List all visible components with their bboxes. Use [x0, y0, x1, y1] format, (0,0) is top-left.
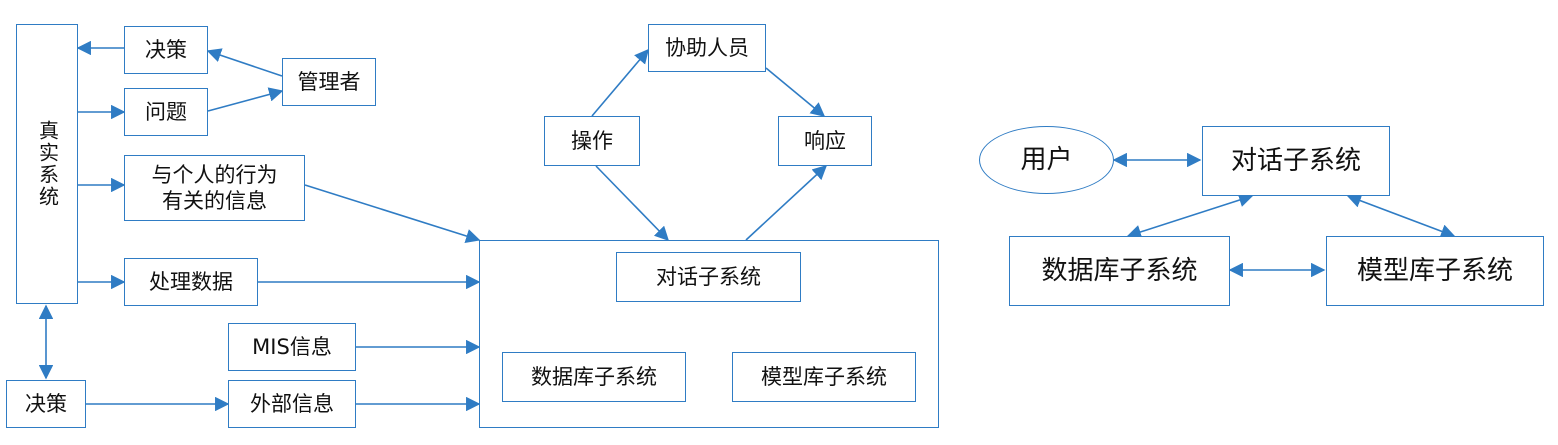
operate-box: 操作 [544, 116, 640, 166]
right-database-subsystem-box: 数据库子系统 [1009, 236, 1230, 306]
arrow-manager-to-decision [206, 48, 283, 77]
right-dialog-subsystem-box: 对话子系统 [1202, 126, 1390, 196]
dialog-subsystem-box: 对话子系统 [616, 252, 801, 302]
arrow-operate-to-assistant [591, 48, 649, 117]
external-info-box: 外部信息 [228, 380, 356, 428]
respond-box: 响应 [778, 116, 872, 166]
user-ellipse: 用户 [979, 126, 1114, 194]
model-subsystem-box: 模型库子系统 [732, 352, 916, 402]
behavior-info-box: 与个人的行为 有关的信息 [124, 155, 305, 221]
arrow-behavior-info-to-main [304, 184, 481, 243]
manager-box: 管理者 [282, 58, 376, 106]
arrow-operate-to-main [595, 165, 670, 242]
assistant-box: 协助人员 [648, 24, 766, 72]
right-model-subsystem-box: 模型库子系统 [1326, 236, 1544, 306]
arrow-dialog-model [1346, 193, 1456, 239]
arrow-dialog-database [1126, 193, 1254, 239]
mis-info-box: MIS信息 [228, 323, 356, 371]
arrow-problem-to-manager [207, 87, 284, 112]
decision-bottom-box: 决策 [6, 380, 86, 428]
real-system-box: 真实系统 [16, 24, 78, 304]
arrow-assistant-to-respond [765, 67, 826, 117]
problem-box: 问题 [124, 88, 208, 136]
arrow-main-to-respond [745, 165, 828, 241]
decision-top-box: 决策 [124, 26, 208, 74]
process-data-box: 处理数据 [124, 258, 258, 306]
database-subsystem-box: 数据库子系统 [502, 352, 686, 402]
